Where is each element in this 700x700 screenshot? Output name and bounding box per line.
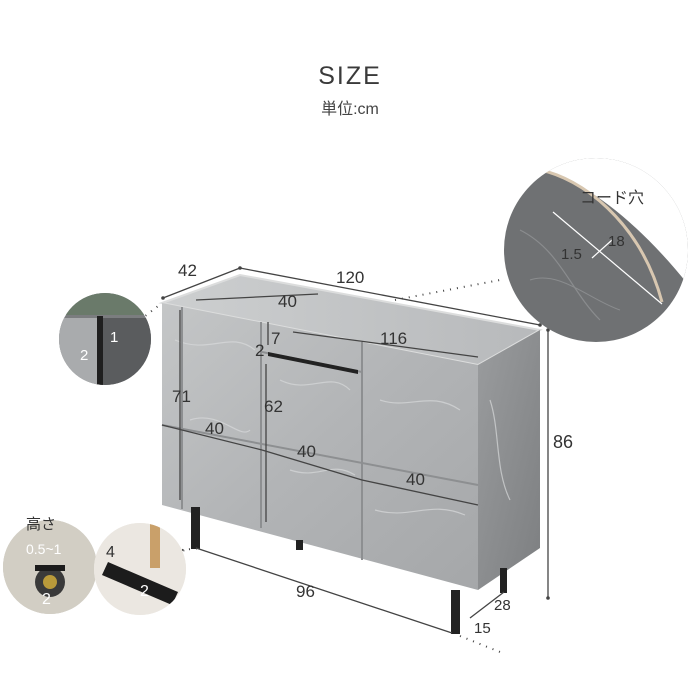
dim-lower-right: 40 bbox=[406, 470, 425, 489]
dim-door-height: 71 bbox=[172, 387, 191, 406]
cabinet-side-panel bbox=[478, 330, 540, 590]
top-thickness-width: 2 bbox=[80, 347, 88, 364]
leg-callout: 4 2 bbox=[94, 523, 186, 615]
cord-hole-callout: コード穴 18 1.5 bbox=[504, 158, 688, 342]
cord-hole-label: コード穴 bbox=[580, 189, 644, 207]
top-thickness-height: 1 bbox=[110, 329, 118, 346]
dim-depth: 42 bbox=[178, 261, 197, 280]
size-header: SIZE 単位:cm bbox=[0, 62, 700, 119]
unit-label: 単位:cm bbox=[321, 101, 379, 118]
adjuster-value: 2 bbox=[42, 591, 51, 608]
cord-hole-depth: 1.5 bbox=[561, 246, 582, 263]
leg-front-right bbox=[451, 590, 460, 634]
cord-hole-width: 18 bbox=[608, 233, 625, 250]
leg-back-right bbox=[500, 568, 507, 593]
leg-front-left bbox=[191, 507, 200, 549]
dim-height: 86 bbox=[553, 432, 573, 452]
dimension-arrowheads bbox=[161, 266, 550, 600]
page-title: SIZE bbox=[318, 62, 382, 90]
drawer-handle bbox=[268, 352, 358, 374]
dim-leg-offset: 15 bbox=[474, 620, 491, 637]
dim-leg-span: 96 bbox=[296, 582, 315, 601]
dim-lower-mid: 40 bbox=[297, 442, 316, 461]
cabinet-front bbox=[162, 303, 478, 590]
dim-width: 120 bbox=[336, 268, 364, 287]
leg-back-left bbox=[296, 540, 303, 550]
adjuster-callout: 高さ 0.5~1 2 bbox=[3, 516, 97, 614]
dim-inner-height: 62 bbox=[264, 397, 283, 416]
leg-width: 2 bbox=[140, 583, 149, 600]
top-thickness-callout: 1 2 bbox=[59, 293, 151, 385]
marble-texture bbox=[174, 339, 511, 516]
dim-lower-left: 40 bbox=[205, 419, 224, 438]
dim-leg-depth: 28 bbox=[494, 597, 511, 614]
dimension-lines bbox=[161, 267, 549, 634]
dim-top-door-width: 40 bbox=[278, 292, 297, 311]
dim-drawer-height: 7 bbox=[271, 329, 280, 348]
dim-drawer-side: 2 bbox=[255, 341, 264, 360]
dim-inner-width: 116 bbox=[380, 329, 407, 348]
leg-height: 4 bbox=[106, 544, 115, 561]
adjuster-label: 高さ bbox=[26, 516, 56, 533]
adjuster-range: 0.5~1 bbox=[26, 541, 62, 557]
